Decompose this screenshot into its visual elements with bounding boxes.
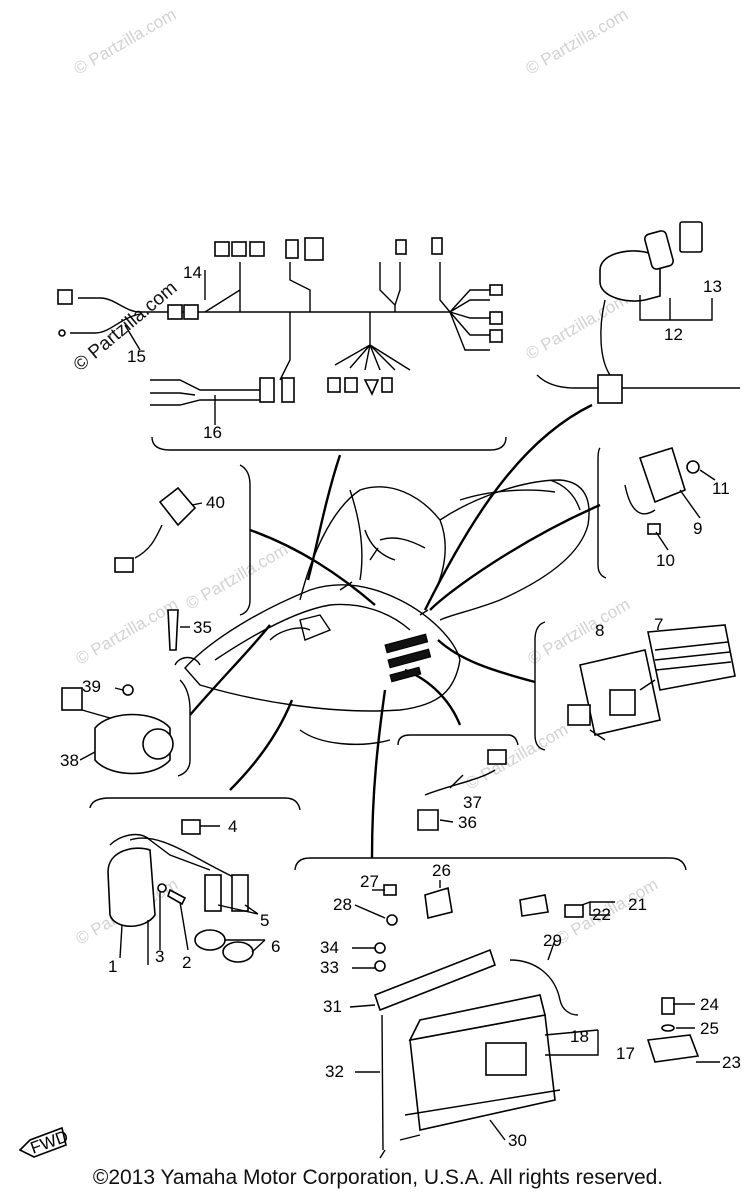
callout-13: 13 [703,277,722,296]
handlebar-switch [114,486,197,573]
callout-11: 11 [712,479,730,498]
cdi-unit [567,624,736,741]
sensor [417,749,507,831]
callout-6: 6 [271,937,280,956]
callout-37: 37 [463,793,482,812]
watermark: © Partzilla.com [523,290,632,364]
callout-26: 26 [432,861,451,880]
callout-23: 23 [722,1053,741,1072]
callout-30: 30 [508,1131,527,1150]
leader-lines [189,403,601,859]
callout-32: 32 [325,1062,344,1081]
watermark: © Partzilla.com [183,540,292,614]
fwd-arrow: FWD [18,1127,71,1158]
callout-33: 33 [320,958,339,977]
ignition-switch [597,221,703,404]
callout-15: 15 [127,347,146,366]
callout-22: 22 [592,905,611,924]
callout-24: 24 [700,995,719,1014]
snowmobile-body [174,479,590,745]
callout-12: 12 [664,325,683,344]
callout-1: 1 [108,957,117,976]
callout-2: 2 [182,953,191,972]
callout-36: 36 [458,813,477,832]
watermark: © Partzilla.com [463,720,572,794]
callout-4: 4 [228,817,237,836]
watermarks: © Partzilla.com © Partzilla.com © Partzi… [70,5,661,949]
battery-assembly [374,884,700,1159]
callout-39: 39 [82,677,101,696]
callout-10: 10 [656,551,675,570]
callout-25: 25 [700,1019,719,1038]
callout-3: 3 [155,947,164,966]
callout-9: 9 [693,519,702,538]
callout-18: 18 [570,1027,589,1046]
watermark: © Partzilla.com [73,595,182,669]
cable-strap [167,609,179,651]
callout-40: 40 [206,493,225,512]
rectifier [624,446,700,535]
callout-21: 21 [628,895,647,914]
callout-17: 17 [616,1044,635,1063]
callout-lines [79,270,720,1141]
watermark: © Partzilla.com [71,5,180,79]
callout-35: 35 [193,618,212,637]
callout-28: 28 [333,895,352,914]
callout-29: 29 [543,931,562,950]
wire-harness [57,237,503,406]
callout-14: 14 [183,263,202,282]
callout-8: 8 [595,621,604,640]
callout-16: 16 [203,423,222,442]
copyright-notice: ©2013 Yamaha Motor Corporation, U.S.A. A… [92,1166,664,1189]
callout-27: 27 [360,872,379,891]
callout-labels: 1 2 3 4 5 6 7 8 9 10 11 12 13 14 15 16 1… [60,263,741,1150]
group-brackets [89,374,740,871]
callout-5: 5 [260,911,269,930]
callout-31: 31 [323,997,342,1016]
watermark: © Partzilla.com [523,5,632,79]
callout-38: 38 [60,751,79,770]
fwd-label: FWD [28,1127,71,1158]
ignition-coil [107,819,254,965]
starter-relay [61,684,174,775]
callout-34: 34 [320,938,339,957]
callout-7: 7 [654,615,663,634]
